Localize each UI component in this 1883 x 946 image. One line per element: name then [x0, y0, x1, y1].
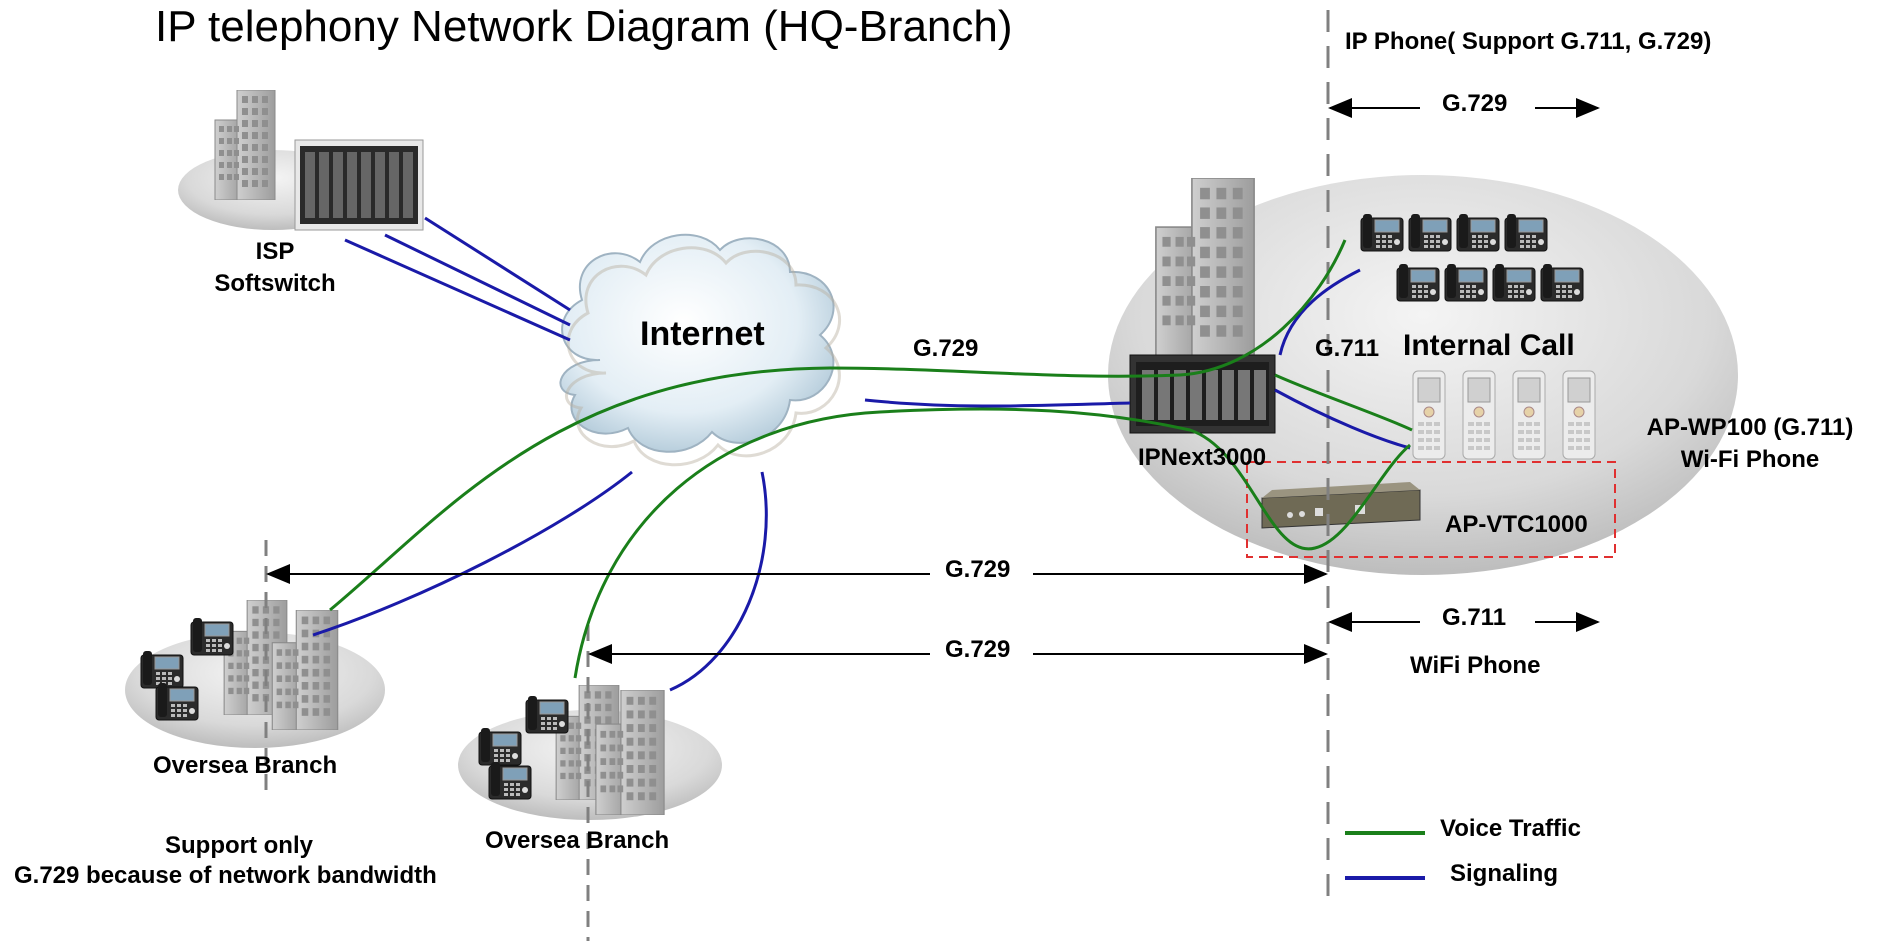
internal-call-label: Internal Call — [1403, 329, 1575, 362]
voice-line — [573, 407, 1411, 679]
signaling-line — [312, 470, 633, 637]
signaling-line — [1274, 388, 1411, 450]
ip-phone-icon — [155, 682, 199, 721]
g729-ipphone-label: G.729 — [1442, 90, 1508, 117]
oversea-branch-1-label: Oversea Branch — [153, 752, 338, 779]
ap-vtc-label: AP-VTC1000 — [1445, 511, 1588, 538]
ip-phone-icon — [1504, 213, 1548, 252]
wifi-phone-icon — [1412, 370, 1446, 460]
ip-phone-icon — [1360, 213, 1404, 252]
wifi-phone-label: WiFi Phone — [1410, 652, 1541, 679]
ip-phone-icon — [1444, 263, 1488, 302]
legend-voice-label: Voice Traffic — [1440, 815, 1581, 842]
g729-branch1-label: G.729 — [945, 556, 1011, 583]
voice-line — [1274, 373, 1413, 432]
voice-line — [329, 239, 1347, 612]
isp-label: ISP — [255, 238, 295, 265]
ip-phone-icon — [1540, 263, 1584, 302]
signaling-line — [864, 398, 1131, 408]
cloud-icon — [559, 233, 835, 453]
wifi-phone-right-label: Wi-Fi Phone — [1680, 446, 1820, 473]
support-reason-label: G.729 because of network bandwidth — [14, 862, 437, 889]
gateway-icon — [1261, 482, 1421, 529]
ipnext-gateway-icon — [1129, 354, 1276, 434]
signaling-line — [669, 471, 768, 692]
ip-phone-icon — [1396, 263, 1440, 302]
page-title: IP telephony Network Diagram (HQ-Branch) — [155, 2, 1013, 51]
ip-phone-icon — [1408, 213, 1452, 252]
oversea-branch-2-label: Oversea Branch — [485, 827, 670, 854]
ap-wp100-label: AP-WP100 (G.711) — [1646, 414, 1854, 441]
wifi-phone-icon — [1462, 370, 1496, 460]
building-icon — [214, 90, 276, 200]
softswitch-label: Softswitch — [214, 270, 336, 297]
internet-label: Internet — [640, 315, 765, 353]
signaling-line — [424, 216, 571, 312]
ip-phone-icon — [488, 761, 532, 800]
signaling-line — [344, 238, 571, 342]
ipnext-label: IPNext3000 — [1138, 444, 1267, 471]
building-icon — [1154, 178, 1256, 358]
cloud-shadow — [565, 246, 842, 467]
ip-phone-icon — [190, 617, 234, 656]
legend-signaling-label: Signaling — [1450, 860, 1558, 887]
signaling-line — [1278, 268, 1361, 356]
voice-lines — [329, 239, 1413, 679]
ip-phone-icon — [525, 695, 569, 734]
g711-wifi-label: G.711 — [1442, 604, 1507, 631]
dimension-arrows — [266, 98, 1600, 664]
support-only-label: Support only — [165, 832, 313, 859]
wifi-phone-icon — [1512, 370, 1546, 460]
ip-phone-support-label: IP Phone( Support G.711, G.729) — [1345, 28, 1712, 55]
signaling-lines — [312, 216, 1411, 692]
ip-phone-icon — [1492, 263, 1536, 302]
signaling-line — [384, 233, 571, 327]
ip-phone-icon — [140, 650, 184, 689]
ip-phone-icon — [1456, 213, 1500, 252]
server-icon — [294, 139, 424, 231]
g729-top-label: G.729 — [913, 335, 979, 362]
g711-hq-label: G.711 — [1315, 335, 1380, 362]
ip-phone-icon — [478, 727, 522, 766]
wifi-phone-icon — [1562, 370, 1596, 460]
g729-branch2-label: G.729 — [945, 636, 1011, 663]
ap-vtc-dashed-box — [1246, 461, 1616, 558]
